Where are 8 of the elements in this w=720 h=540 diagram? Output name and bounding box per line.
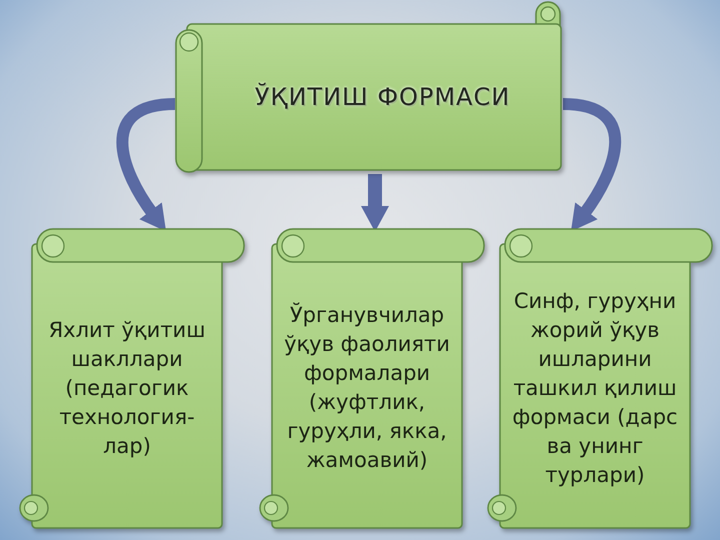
scroll-banner [258,228,486,530]
scroll-text: Синф, гуруҳни жорий ўқув ишларини ташкил қилиш формаси (дарс ва унинг турлари) [511,288,679,488]
banner-title: ЎҚИТИШ ФОРМАСИ [254,82,510,112]
scroll-text: Ўрганувчилар ўқув фаолияти формалари (жуфтлик, гуруҳли, якка, жамоавий) [283,302,451,474]
scroll-banner [18,228,246,530]
scroll-banner [175,0,563,174]
scroll-text: Яхлит ўқитиш шакллари (педагогик технология- лар) [48,316,206,460]
scroll-banner [486,228,714,530]
